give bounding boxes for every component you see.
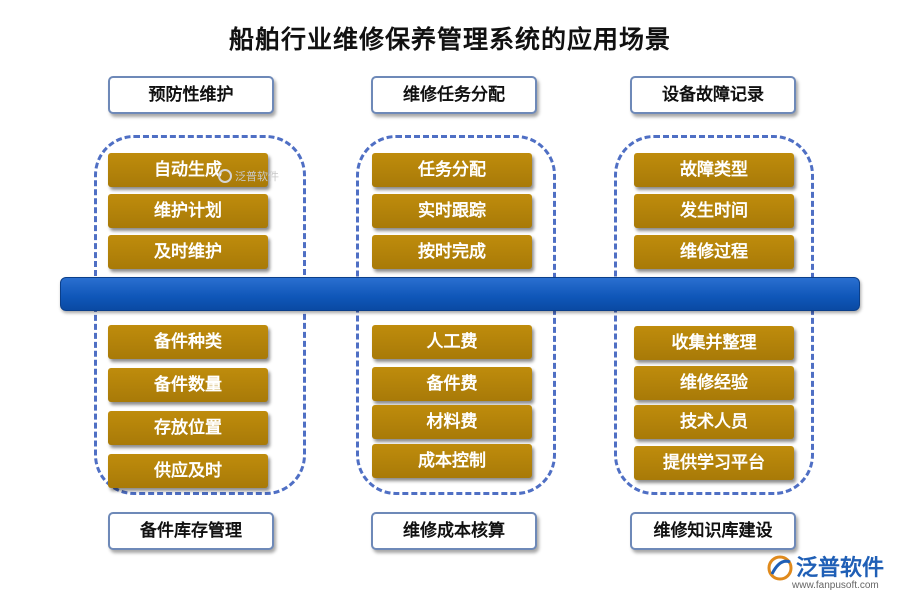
group-col3	[614, 135, 814, 495]
item-spare-quantity: 备件数量	[108, 368, 268, 402]
brand-logo-text: 泛普软件	[796, 556, 885, 581]
item-timely-supply: 供应及时	[108, 454, 268, 488]
item-collect-organize: 收集并整理	[634, 326, 794, 360]
item-repair-experience: 维修经验	[634, 366, 794, 400]
label-cost-accounting: 维修成本核算	[371, 512, 537, 550]
item-spare-cost: 备件费	[372, 367, 532, 401]
item-storage-location: 存放位置	[108, 411, 268, 445]
item-cost-control: 成本控制	[372, 444, 532, 478]
item-learning-platform: 提供学习平台	[634, 446, 794, 480]
brand-logo-url: www.fanpusoft.com	[792, 580, 879, 591]
item-labor-cost: 人工费	[372, 325, 532, 359]
brand-logo: 泛普软件 www.fanpusoft.com	[766, 550, 892, 596]
watermark-logo-icon	[218, 169, 232, 183]
item-maintenance-plan: 维护计划	[108, 194, 268, 228]
item-technicians: 技术人员	[634, 405, 794, 439]
item-task-allocation: 任务分配	[372, 153, 532, 187]
horizontal-divider-bar	[60, 277, 860, 311]
item-material-cost: 材料费	[372, 405, 532, 439]
group-col1-top	[94, 135, 306, 495]
item-spare-types: 备件种类	[108, 325, 268, 359]
label-fault-records: 设备故障记录	[630, 76, 796, 114]
item-on-time-completion: 按时完成	[372, 235, 532, 269]
label-knowledge-base: 维修知识库建设	[630, 512, 796, 550]
brand-logo-icon	[767, 555, 793, 581]
item-realtime-tracking: 实时跟踪	[372, 194, 532, 228]
watermark-text: 泛普软件	[235, 170, 279, 183]
group-col2	[356, 135, 556, 495]
label-task-assignment: 维修任务分配	[371, 76, 537, 114]
item-occurrence-time: 发生时间	[634, 194, 794, 228]
item-auto-generate: 自动生成	[108, 153, 268, 187]
item-fault-type: 故障类型	[634, 153, 794, 187]
label-spare-inventory: 备件库存管理	[108, 512, 274, 550]
diagram-title: 船舶行业维修保养管理系统的应用场景	[228, 25, 671, 54]
label-preventive-maintenance: 预防性维护	[108, 76, 274, 114]
watermark: 泛普软件	[218, 168, 279, 184]
item-timely-maintenance: 及时维护	[108, 235, 268, 269]
item-repair-process: 维修过程	[634, 235, 794, 269]
